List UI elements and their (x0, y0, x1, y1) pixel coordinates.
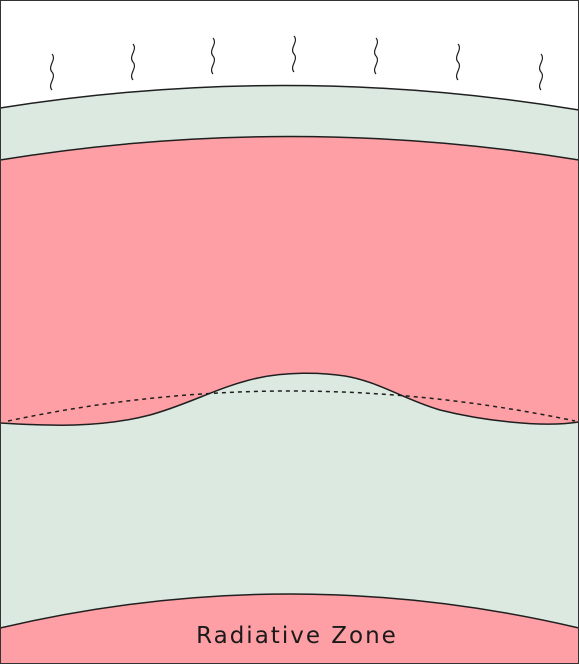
heat-wave-icon (375, 38, 378, 74)
heat-wave-icon (457, 44, 460, 80)
heat-wave-icon (212, 38, 215, 74)
heat-wave-icon (540, 54, 543, 90)
heat-wave-icon (132, 44, 135, 80)
heat-wave-icon (293, 36, 296, 72)
heat-wave-icon (51, 54, 54, 90)
heat-waves (51, 36, 543, 90)
radiative-zone-label: Radiative Zone (196, 623, 398, 649)
